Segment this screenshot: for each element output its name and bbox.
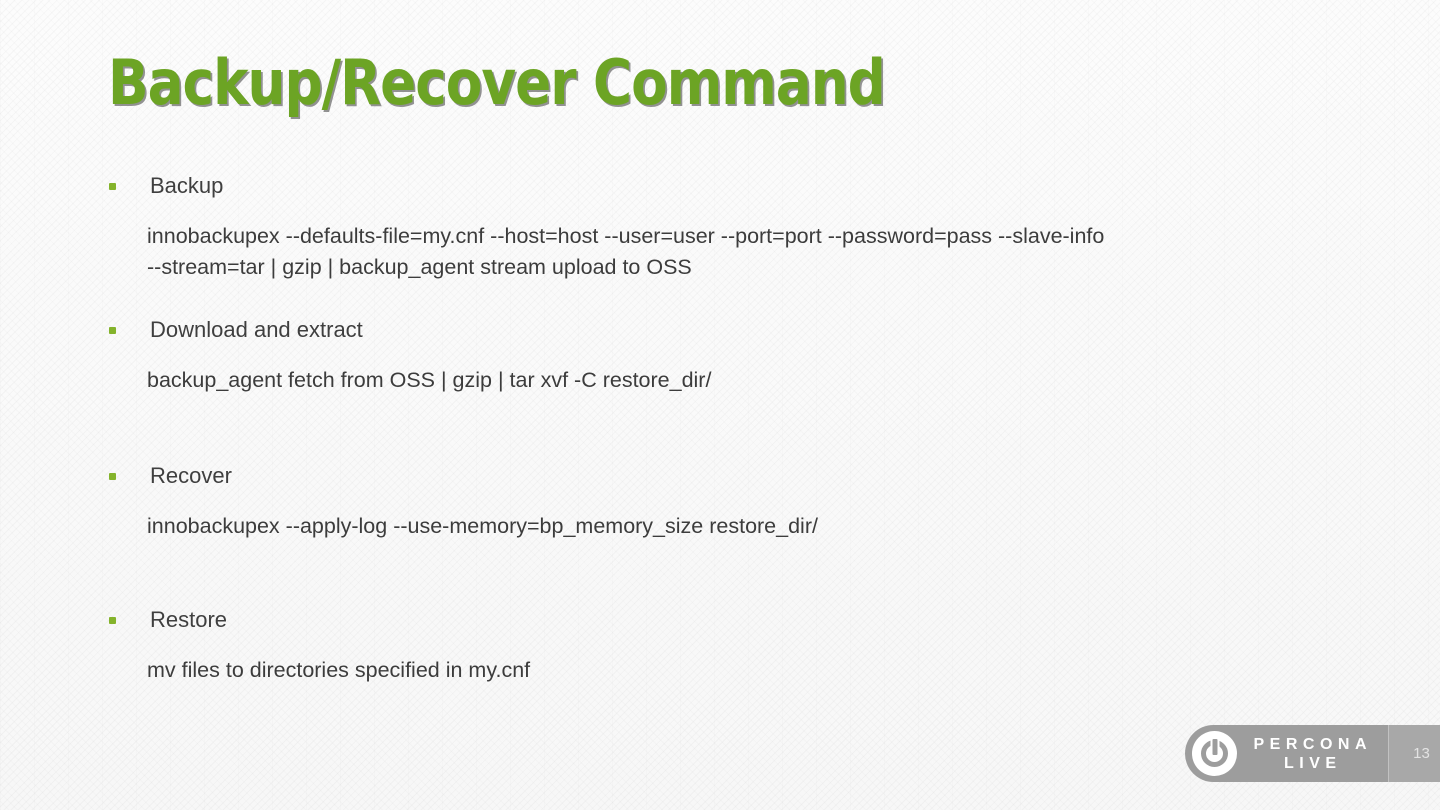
bullet-dot-icon	[109, 473, 116, 480]
spacer	[104, 346, 1364, 365]
command-block-restore: mv files to directories specified in my.…	[147, 655, 1327, 686]
content-group-recover: Recover innobackupex --apply-log --use-m…	[104, 462, 1364, 542]
command-block-download: backup_agent fetch from OSS | gzip | tar…	[147, 365, 1327, 396]
power-icon	[1192, 731, 1237, 776]
bullet-dot-icon	[109, 327, 116, 334]
command-line: innobackupex --apply-log --use-memory=bp…	[147, 514, 818, 538]
bullet-item-download: Download and extract	[104, 316, 1364, 346]
footer-branding: PERCONA LIVE 13	[1185, 725, 1440, 782]
spacer	[104, 492, 1364, 511]
content-group-restore: Restore mv files to directories specifie…	[104, 606, 1364, 686]
bullet-label-restore: Restore	[150, 607, 228, 632]
brand-wordmark: PERCONA LIVE	[1248, 735, 1372, 773]
bullet-label-backup: Backup	[150, 173, 224, 198]
command-line: mv files to directories specified in my.…	[147, 658, 531, 682]
percona-live-logo: PERCONA LIVE	[1185, 725, 1389, 782]
page-title: Backup/Recover Command	[108, 46, 886, 119]
bullet-item-recover: Recover	[104, 462, 1364, 492]
content-group-download: Download and extract backup_agent fetch …	[104, 316, 1364, 396]
content-group-backup: Backup innobackupex --defaults-file=my.c…	[104, 172, 1364, 283]
brand-name-live: LIVE	[1283, 754, 1342, 772]
brand-name-percona: PERCONA	[1253, 735, 1373, 753]
command-block-backup: innobackupex --defaults-file=my.cnf --ho…	[147, 221, 1327, 283]
bullet-item-restore: Restore	[104, 606, 1364, 636]
power-icon-ring	[1201, 740, 1228, 767]
page-number: 13	[1388, 725, 1440, 782]
bullet-label-recover: Recover	[150, 463, 232, 488]
command-line: innobackupex --defaults-file=my.cnf --ho…	[147, 224, 1105, 248]
bullet-item-backup: Backup	[104, 172, 1364, 202]
bullet-dot-icon	[109, 617, 116, 624]
spacer	[104, 636, 1364, 655]
bullet-label-download: Download and extract	[150, 317, 363, 342]
command-line: backup_agent fetch from OSS | gzip | tar…	[147, 368, 712, 392]
spacer	[104, 202, 1364, 221]
command-line: --stream=tar | gzip | backup_agent strea…	[147, 255, 692, 279]
bullet-dot-icon	[109, 183, 116, 190]
command-block-recover: innobackupex --apply-log --use-memory=bp…	[147, 511, 1327, 542]
